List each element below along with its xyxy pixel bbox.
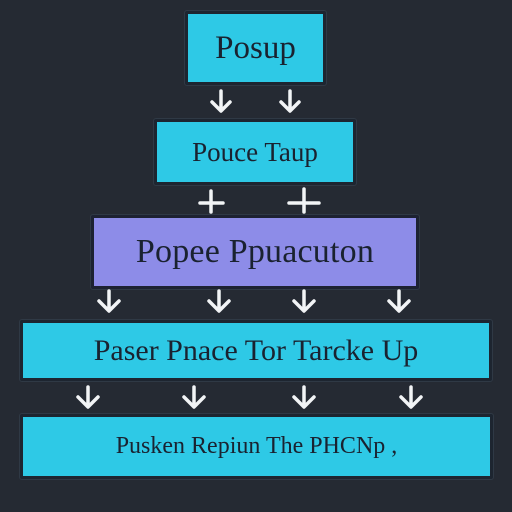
plus-arrow-icon [198,189,225,214]
down-arrow-icon [210,89,232,113]
down-arrow-icon [292,289,316,313]
level-1-box: Posup [185,11,326,85]
level-2-box: Pouce Taup [154,119,356,185]
level-1-label: Posup [215,29,296,66]
level-3-box: Popee Ppuacuton [91,215,419,289]
down-arrow-icon [279,89,301,113]
down-arrow-icon [387,289,411,313]
level-5-box: Pusken Repiun The PHCNp , [20,414,493,479]
level-5-label: Pusken Repiun The PHCNp , [115,433,398,459]
level-4-box: Paser Pnace Tor Tarcke Up [20,320,492,381]
plus-arrow-icon [287,187,321,214]
down-arrow-icon [182,385,206,409]
down-arrow-icon [76,385,100,409]
down-arrow-icon [97,289,121,313]
down-arrow-icon [399,385,423,409]
level-3-label: Popee Ppuacuton [135,233,375,270]
level-2-label: Pouce Taup [192,136,318,167]
down-arrow-icon [207,289,231,313]
down-arrow-icon [292,385,316,409]
level-4-label: Paser Pnace Tor Tarcke Up [93,333,419,367]
